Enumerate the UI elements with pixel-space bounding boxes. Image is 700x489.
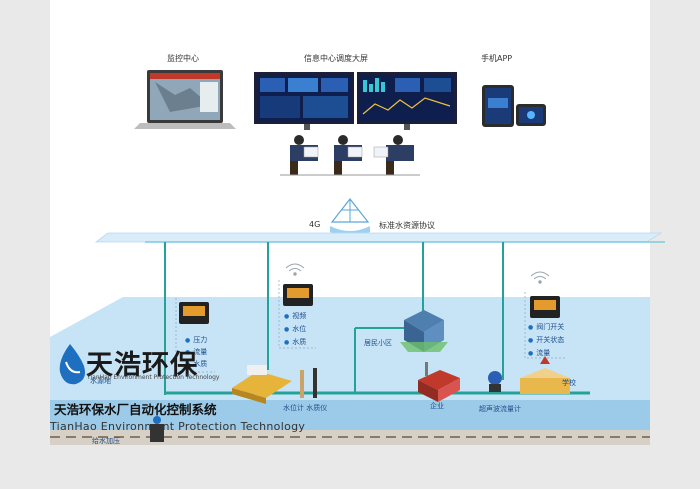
mobile-app-label: 手机APP [481, 54, 513, 63]
laptop-icon [134, 70, 236, 129]
water-plant-icon [232, 365, 292, 404]
water-source-label: 水源地 [90, 377, 111, 385]
right-panel-item: 流量 [528, 348, 550, 358]
enterprise-icon [418, 362, 460, 402]
enterprise-label: 企业 [430, 402, 444, 410]
left-panel-item: 压力 [185, 335, 207, 345]
mobile-app-icon [482, 85, 546, 127]
residential-label: 居民小区 [364, 339, 392, 347]
dashboard-screen-icon [254, 72, 457, 130]
info-screen-label: 信息中心调度大屏 [304, 54, 368, 63]
ultrasonic-flowmeter-icon [488, 371, 502, 392]
pump-icon [150, 416, 164, 442]
operators-icon [280, 135, 420, 176]
level-gauge-label: 水位计 水质仪 [283, 404, 328, 412]
school-icon [520, 356, 570, 394]
monitor-center-label: 监控中心 [167, 54, 199, 63]
right-panel-item: 阀门开关 [528, 322, 564, 332]
booster-label: 给水加压 [92, 437, 120, 445]
system-title: 天浩环保水厂自动化控制系统 [54, 402, 217, 417]
mid-panel-item: 视频 [284, 311, 306, 321]
system-title-en: TianHao Environment Protection Technolog… [50, 420, 306, 433]
wifi-icon [285, 263, 550, 284]
mid-panel-item: 水位 [284, 324, 306, 334]
level-gauge-icon [300, 368, 317, 398]
mid-panel-item: 水质 [284, 337, 306, 347]
brand-logo-icon [59, 344, 85, 385]
network-bar [94, 232, 663, 243]
school-label: 学校 [562, 379, 576, 387]
brand-name: 天浩环保 [86, 350, 198, 381]
residential-building-icon [400, 310, 448, 352]
right-panel-item: 开关状态 [528, 335, 564, 345]
left-panel-item: 流量 [185, 347, 207, 357]
rtu-device-icon [179, 284, 560, 324]
protocol-standard-label: 标准水资源协议 [379, 221, 435, 230]
cloud-pyramid-icon [330, 198, 370, 237]
protocol-4g-label: 4G [309, 220, 321, 229]
left-panel-item: 水质 [185, 359, 207, 369]
ultrasonic-label: 超声波流量计 [479, 405, 521, 413]
brand-name-en: TianHao Environment Protection Technolog… [87, 374, 220, 381]
